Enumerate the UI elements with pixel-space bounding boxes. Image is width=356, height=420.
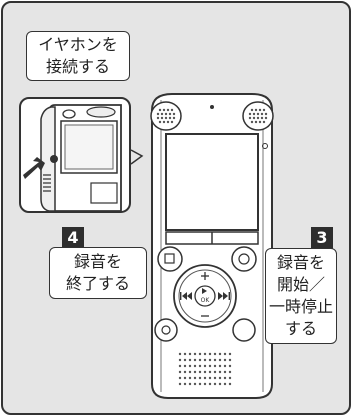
callout-line: 録音を [73, 252, 122, 271]
play-icon [202, 288, 207, 294]
callout-line: 終了する [65, 274, 130, 293]
callout-line: イヤホンを [38, 35, 118, 54]
connect-earphone-callout: イヤホンを 接続する [26, 31, 130, 81]
stop-recording-callout: 録音を 終了する [49, 247, 147, 299]
step-badge-4: 4 [62, 227, 84, 249]
earphone-jack [50, 155, 58, 163]
ok-label: OK [201, 297, 211, 304]
rec-icon [238, 253, 250, 265]
arrow-icon [23, 157, 45, 179]
earphone-jack-closeup [23, 104, 122, 211]
rec-button [231, 246, 257, 272]
callout-line: 録音を [276, 253, 325, 272]
start-pause-recording-callout: 録音を 開始／ 一時停止 する [265, 248, 337, 344]
callout-line: 一時停止 [268, 297, 333, 316]
folder-button [154, 318, 178, 342]
rewind-icon [180, 292, 192, 300]
fast-forward-icon [218, 292, 230, 300]
speaker-grille [178, 352, 232, 386]
navigation-pad: OK [173, 264, 237, 328]
earphone-jack-inset [19, 97, 131, 213]
erase-button [232, 318, 256, 342]
stop-button [157, 246, 183, 272]
callout-line: する [284, 319, 317, 338]
right-microphone [242, 101, 274, 131]
callout-connector [130, 149, 144, 165]
device-screen [165, 133, 259, 231]
step-badge-3: 3 [311, 227, 333, 249]
callout-line: 接続する [45, 57, 110, 76]
rec-stop-icon [164, 253, 175, 264]
callout-line: 開始／ [276, 275, 325, 294]
left-microphone [150, 101, 182, 131]
